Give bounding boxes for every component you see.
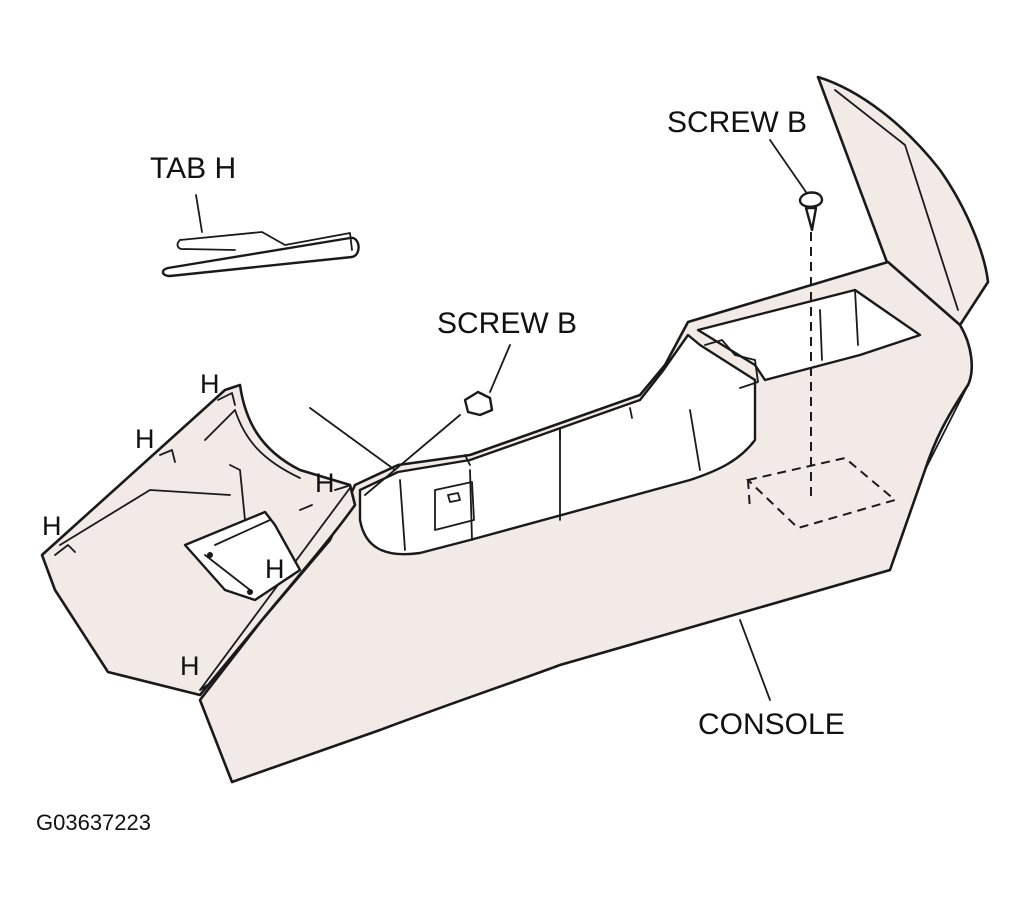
clip-h-markers: H H H H H H — [42, 369, 335, 681]
figure-code: G03637223 — [36, 810, 151, 835]
screw-b-center — [364, 390, 494, 496]
clip-h-marker: H — [200, 369, 220, 399]
label-console: CONSOLE — [698, 708, 845, 741]
clip-h-marker: H — [315, 468, 335, 498]
rear-mount-outline — [745, 456, 898, 530]
label-screw-b-center: SCREW B — [437, 307, 577, 340]
screw-b-right — [798, 191, 824, 500]
tab-h-part — [161, 231, 360, 278]
clip-h-marker: H — [180, 651, 200, 681]
leader-lines — [195, 139, 807, 701]
trim-inner-bracket — [183, 510, 302, 602]
front-trim-panel — [40, 383, 357, 697]
tab-h-strip — [161, 236, 360, 278]
screw-b-right-head — [798, 191, 824, 208]
console-body — [198, 75, 990, 784]
clip-h-marker: H — [265, 554, 285, 584]
screw-b-center-head — [463, 390, 494, 417]
console-lid — [816, 75, 990, 327]
label-screw-b-right: SCREW B — [667, 106, 807, 139]
clip-h-marker: H — [135, 424, 155, 454]
clip-h-marker: H — [42, 511, 62, 541]
console-shell — [198, 260, 974, 784]
label-tab-h: TAB H — [150, 152, 236, 185]
